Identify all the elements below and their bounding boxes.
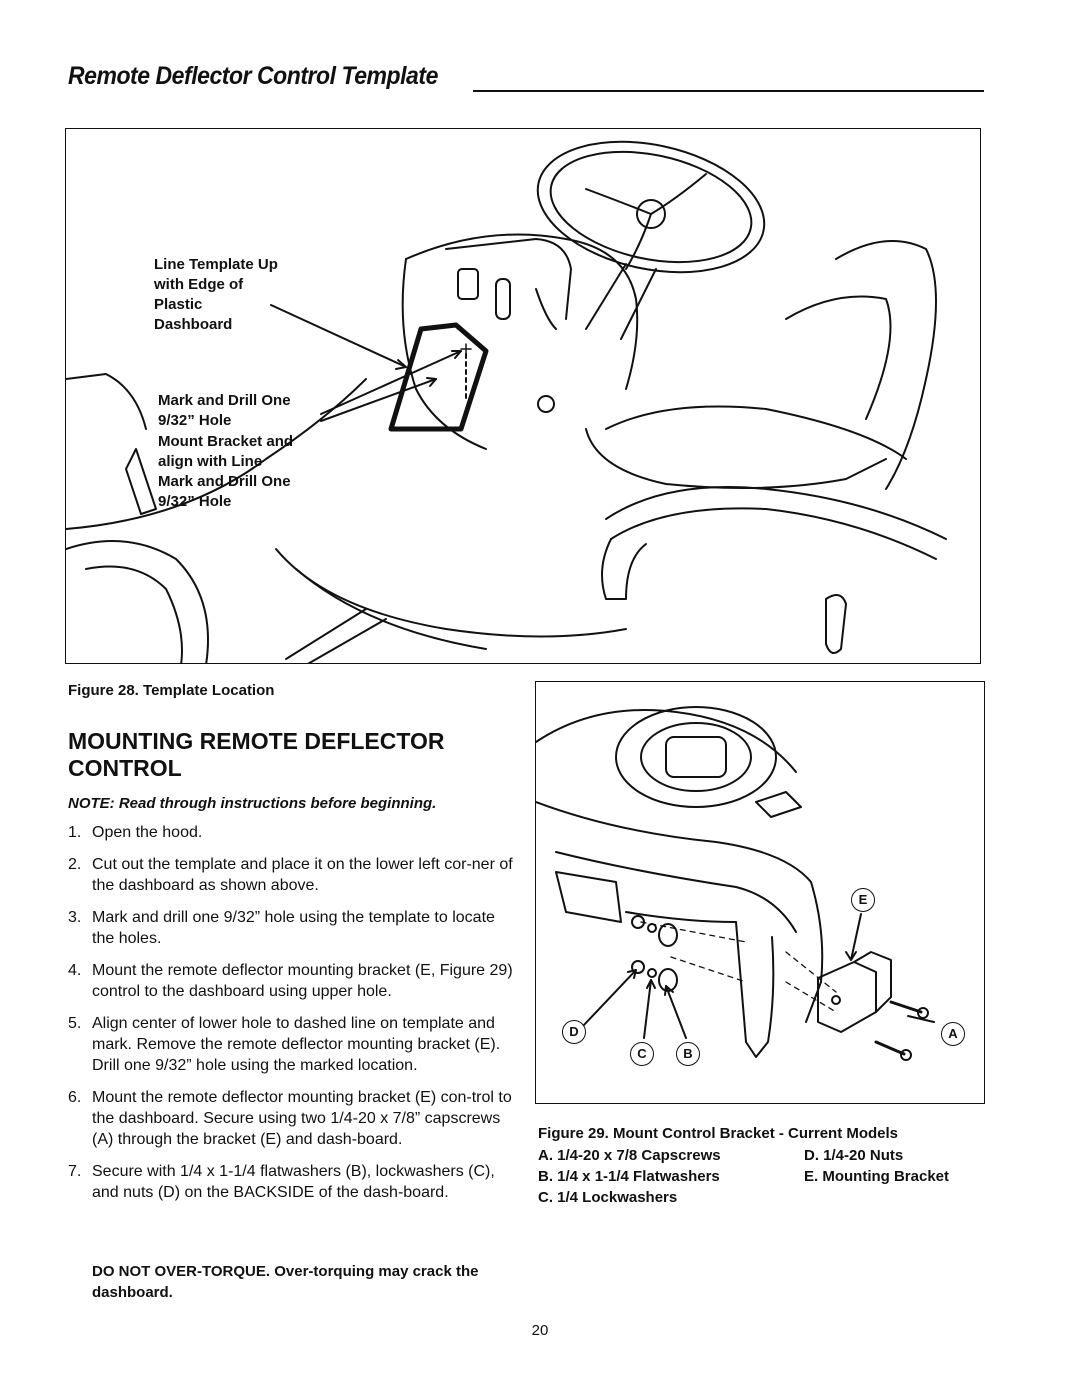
part-label-c: C — [630, 1042, 654, 1066]
callout-mount-bracket: Mount Bracket and align with Line — [158, 433, 294, 470]
mower-dashboard-illustration — [66, 140, 947, 663]
note: NOTE: Read through instructions before b… — [68, 795, 437, 812]
instruction-steps: 1.Open the hood. 2.Cut out the template … — [68, 822, 518, 1214]
step-item: 6.Mount the remote deflector mounting br… — [68, 1089, 512, 1148]
page-number: 20 — [531, 1322, 549, 1339]
part-label-e: E — [851, 888, 875, 912]
step-item: 3.Mark and drill one 9/32” hole using th… — [68, 909, 495, 947]
part-label-a: A — [941, 1022, 965, 1046]
callout-line-template: Line Template Up with Edge of Plastic Da… — [154, 256, 278, 333]
step-item: 5.Align center of lower hole to dashed l… — [68, 1015, 501, 1074]
part-label-d: D — [562, 1020, 586, 1044]
figure-28-template-location: Line Template Up with Edge of Plastic Da… — [65, 128, 981, 664]
part-d: D. 1/4-20 Nuts — [804, 1147, 904, 1164]
step-item: 2.Cut out the template and place it on t… — [68, 856, 513, 894]
mount-bracket-illustration — [536, 706, 935, 1061]
figure-29-caption: Figure 29. Mount Control Bracket - Curre… — [538, 1125, 899, 1142]
part-a: A. 1/4-20 x 7/8 Capscrews — [538, 1147, 721, 1164]
page-header: Remote Deflector Control Template — [68, 62, 984, 102]
figure-28-caption: Figure 28. Template Location — [68, 682, 275, 699]
callout-mark-drill-lower: Mark and Drill One 9/32” Hole — [158, 473, 291, 510]
step-item: 7.Secure with 1/4 x 1-1/4 flatwashers (B… — [68, 1163, 495, 1201]
section-heading: MOUNTING REMOTE DEFLECTOR CONTROL — [68, 728, 445, 781]
figure-29-mount-bracket: E A D C B — [535, 681, 985, 1104]
step-item: 4.Mount the remote deflector mounting br… — [68, 962, 513, 1000]
part-c: C. 1/4 Lockwashers — [538, 1189, 678, 1206]
part-label-b: B — [676, 1042, 700, 1066]
header-rule — [473, 90, 984, 92]
part-b: B. 1/4 x 1-1/4 Flatwashers — [538, 1168, 720, 1185]
callout-mark-drill-upper: Mark and Drill One 9/32” Hole — [158, 392, 291, 429]
page-title: Remote Deflector Control Template — [68, 62, 438, 90]
over-torque-warning: DO NOT OVER-TORQUE. Over-torquing may cr… — [92, 1263, 479, 1301]
step-item: 1.Open the hood. — [68, 824, 203, 841]
part-e: E. Mounting Bracket — [804, 1168, 950, 1185]
